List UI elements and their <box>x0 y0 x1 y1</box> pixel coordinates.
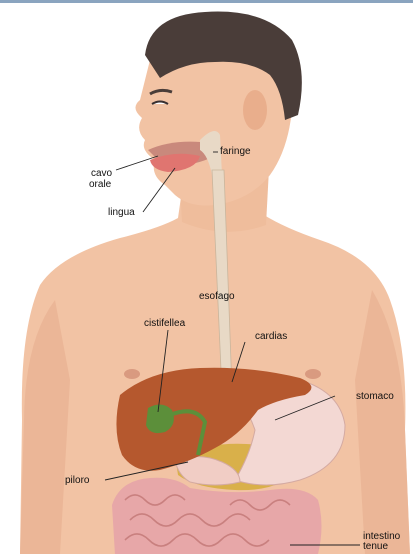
ear <box>243 90 267 130</box>
label-piloro: piloro <box>65 475 89 486</box>
right-nipple <box>305 369 321 379</box>
label-cistifellea: cistifellea <box>144 318 185 329</box>
label-cavo-orale-1: cavo <box>91 168 112 179</box>
eye <box>152 102 168 105</box>
label-stomaco: stomaco <box>356 391 394 402</box>
label-cardias: cardias <box>255 331 287 342</box>
label-cavo-orale-2: orale <box>89 179 111 190</box>
label-lingua: lingua <box>108 207 135 218</box>
label-faringe: faringe <box>220 146 251 157</box>
label-intestino-2: tenue <box>363 541 388 552</box>
left-nipple <box>124 369 140 379</box>
label-esofago: esofago <box>199 291 235 302</box>
